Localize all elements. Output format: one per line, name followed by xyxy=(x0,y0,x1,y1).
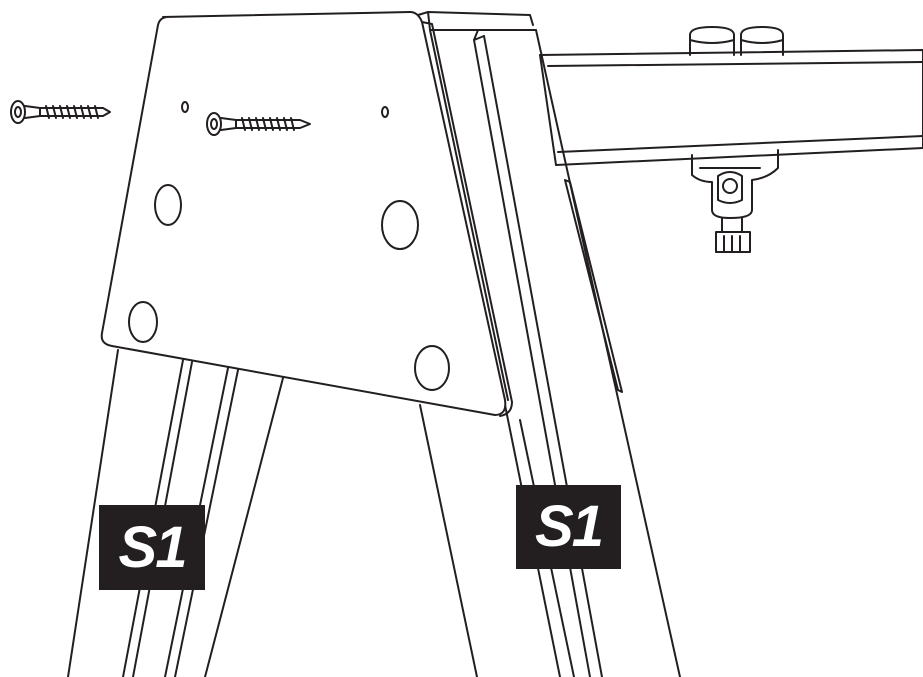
part-label-s1-right: S1 xyxy=(516,485,621,569)
crossbar xyxy=(539,49,923,166)
cap-icon xyxy=(740,26,784,56)
mounting-plate xyxy=(100,11,513,417)
cap-icon xyxy=(689,26,735,56)
swivel-clamp-icon xyxy=(691,149,779,253)
screw-icon xyxy=(206,112,311,136)
part-label-s1-left: S1 xyxy=(99,505,205,590)
screw-icon xyxy=(10,100,111,124)
